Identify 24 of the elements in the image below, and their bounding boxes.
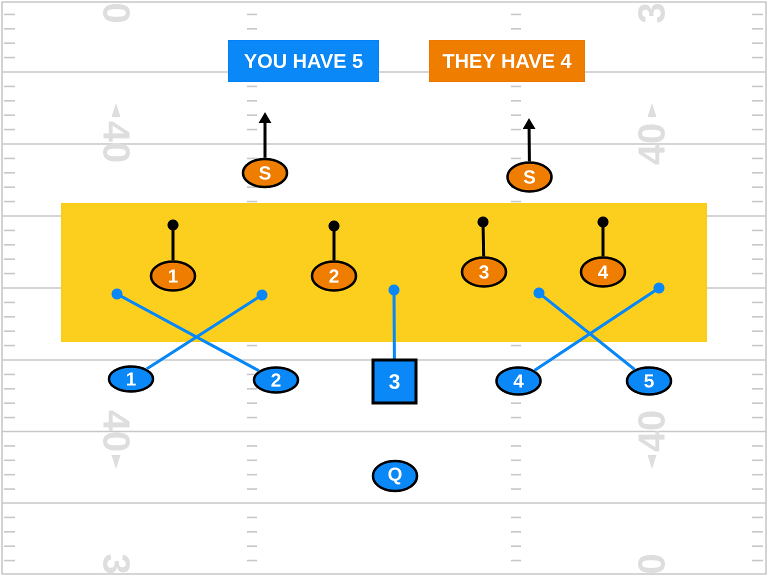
player-oval: S [506,161,553,193]
route-line [534,288,636,371]
player-oval: 4 [580,256,626,288]
route-line [112,288,260,372]
route-line [146,290,268,370]
route-line [168,220,178,260]
player-oval: 3 [460,256,508,288]
player-oval: 2 [252,366,300,394]
count-banner: THEY HAVE 4 [429,40,585,82]
player-oval: 2 [310,260,358,292]
count-banner: YOU HAVE 5 [228,40,379,82]
player-oval: S [242,158,288,188]
player-oval: 1 [150,260,196,292]
route-line [478,216,488,256]
route-line [598,216,608,256]
player-oval: Q [372,460,418,492]
player-oval: 5 [626,366,672,396]
route-line [388,284,400,358]
route-line [328,220,340,260]
route-line [534,282,664,372]
shaded-zone [61,203,707,342]
player-oval: 4 [495,366,542,396]
player-oval: 1 [108,365,154,393]
player-square: 3 [372,358,418,404]
